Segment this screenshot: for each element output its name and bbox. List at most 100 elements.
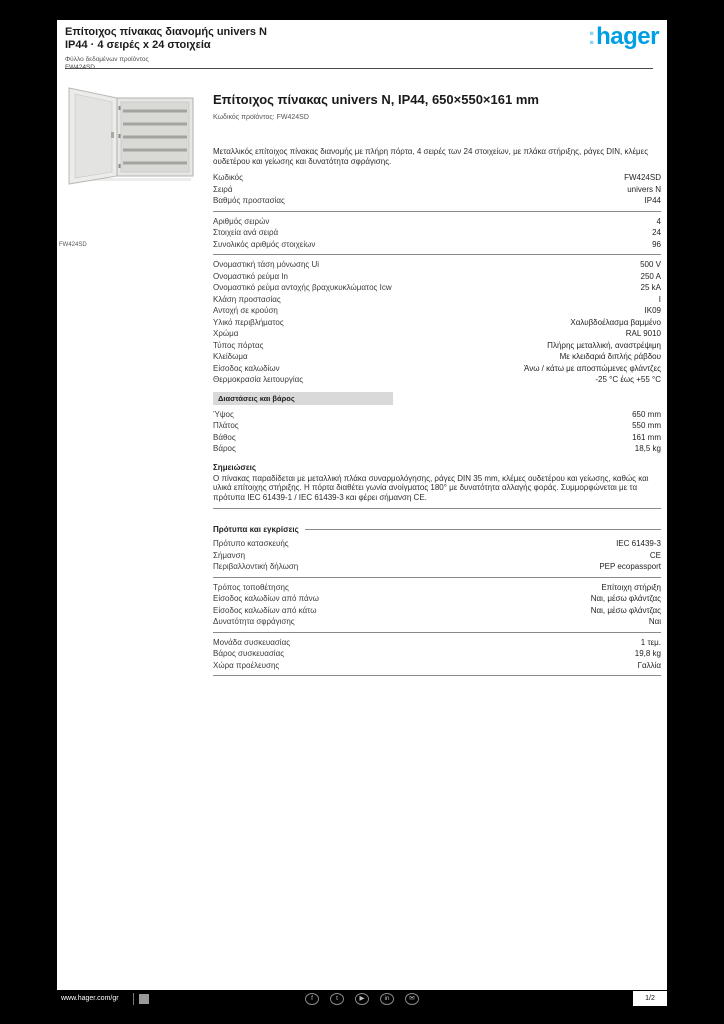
document-subtitle-line1: Φύλλο δεδομένων προϊόντος bbox=[65, 56, 149, 63]
spec-label: Τύπος πόρτας bbox=[213, 340, 264, 350]
spec-label: Στοιχεία ανά σειρά bbox=[213, 228, 279, 237]
spec-value: Άνω / κάτω με αποσπώμενες φλάντζες bbox=[524, 363, 661, 373]
spec-group-installation: Τρόπος τοποθέτησης Επίτοιχη στήριξη Είσο… bbox=[213, 582, 661, 628]
spec-label: Χρώμα bbox=[213, 329, 239, 338]
spec-label: Υλικό περιβλήματος bbox=[213, 317, 284, 327]
email-icon[interactable]: ✉ bbox=[405, 993, 419, 1005]
spec-row: Κλάση προστασίας I bbox=[213, 294, 661, 306]
spec-row: Πλάτος 550 mm bbox=[213, 420, 661, 432]
spec-value: Επίτοιχη στήριξη bbox=[601, 582, 661, 592]
spec-value: 19,8 kg bbox=[634, 649, 661, 658]
spec-value: Ναι bbox=[648, 617, 661, 626]
spec-row: Σήμανση CE bbox=[213, 550, 661, 562]
spec-label: Περιβαλλοντική δήλωση bbox=[213, 562, 299, 571]
spec-group-capacity: Αριθμός σειρών 4 Στοιχεία ανά σειρά 24 Σ… bbox=[213, 216, 661, 251]
spec-value: IP44 bbox=[644, 196, 661, 205]
spec-value: 550 mm bbox=[632, 421, 661, 430]
section-divider bbox=[213, 576, 661, 578]
spec-label: Χώρα προέλευσης bbox=[213, 660, 280, 670]
spec-row: Ύψος 650 mm bbox=[213, 409, 661, 421]
spec-row: Είσοδος καλωδίων Άνω / κάτω με αποσπώμεν… bbox=[213, 363, 661, 375]
document-subtitle-line2: FW424SD bbox=[65, 64, 95, 71]
spec-row: Σειρά univers N bbox=[213, 184, 661, 196]
product-image bbox=[57, 86, 201, 186]
spec-row: Βάρος συσκευασίας 19,8 kg bbox=[213, 648, 661, 660]
spec-row: Πρότυπο κατασκευής IEC 61439-3 bbox=[213, 538, 661, 550]
hager-logo-text: hager bbox=[596, 23, 659, 50]
hager-logo-colon: : bbox=[587, 23, 596, 50]
spec-row: Τρόπος τοποθέτησης Επίτοιχη στήριξη bbox=[213, 582, 661, 594]
section-divider bbox=[213, 508, 661, 509]
spec-group-logistics: Μονάδα συσκευασίας 1 τεμ. Βάρος συσκευασ… bbox=[213, 637, 661, 672]
spec-table: Μεταλλικός επίτοιχος πίνακας διανομής με… bbox=[213, 147, 661, 676]
dimensions-subheader: Διαστάσεις και βάρος bbox=[213, 391, 393, 405]
spec-label: Είσοδος καλωδίων bbox=[213, 363, 280, 373]
page-number-box: 1/2 bbox=[633, 991, 667, 1006]
spec-label: Πλάτος bbox=[213, 421, 239, 430]
spec-value: Γαλλία bbox=[637, 660, 661, 670]
spec-row: Δυνατότητα σφράγισης Ναι bbox=[213, 616, 661, 628]
twitter-icon[interactable]: t bbox=[330, 993, 344, 1005]
spec-label: Είσοδος καλωδίων από πάνω bbox=[213, 594, 319, 603]
page-footer: www.hager.com/gr f t ▶ in ✉ 1/2 bbox=[57, 990, 667, 1008]
spec-value: 18,5 kg bbox=[634, 444, 661, 453]
spec-label: Δυνατότητα σφράγισης bbox=[213, 617, 295, 626]
notes-text: Ο πίνακας παραδίδεται με μεταλλική πλάκα… bbox=[213, 473, 649, 502]
standards-section-title: Πρότυπα και εγκρίσεις bbox=[213, 525, 661, 534]
section-divider bbox=[213, 631, 661, 633]
spec-row: Αντοχή σε κρούση IK09 bbox=[213, 305, 661, 317]
spec-value: FW424SD bbox=[624, 173, 661, 182]
spec-label: Ονομαστική τάση μόνωσης Ui bbox=[213, 260, 320, 269]
spec-row: Βάρος 18,5 kg bbox=[213, 443, 661, 455]
spec-label: Κωδικός bbox=[213, 173, 243, 182]
spec-value: Πλήρης μεταλλική, αναστρέψιμη bbox=[547, 340, 661, 350]
spec-label: Συνολικός αριθμός στοιχείων bbox=[213, 239, 316, 249]
footer-separator bbox=[133, 993, 134, 1005]
spec-value: Ναι, μέσω φλάντζας bbox=[590, 594, 661, 603]
linkedin-icon[interactable]: in bbox=[380, 993, 394, 1005]
facebook-icon[interactable]: f bbox=[305, 993, 319, 1005]
website-link[interactable]: www.hager.com/gr bbox=[61, 995, 119, 1002]
spec-label: Αντοχή σε κρούση bbox=[213, 306, 278, 315]
spec-value: PEP ecopassport bbox=[599, 562, 661, 571]
document-header: Επίτοιχος πίνακας διανομής univers N IP4… bbox=[65, 26, 547, 72]
youtube-icon[interactable]: ▶ bbox=[355, 993, 369, 1005]
spec-value: 4 bbox=[656, 216, 661, 226]
spec-group-dimensions: Ύψος 650 mm Πλάτος 550 mm Βάθος 161 mm bbox=[213, 409, 661, 455]
spec-value: IEC 61439-3 bbox=[616, 539, 661, 548]
spec-label: Ονομαστικό ρεύμα αντοχής βραχυκυκλώματος… bbox=[213, 283, 392, 292]
spec-row: Μονάδα συσκευασίας 1 τεμ. bbox=[213, 637, 661, 649]
spec-label: Ύψος bbox=[213, 409, 234, 419]
spec-row: Αριθμός σειρών 4 bbox=[213, 216, 661, 228]
spec-label: Θερμοκρασία λειτουργίας bbox=[213, 375, 304, 384]
spec-row: Βαθμός προστασίας IP44 bbox=[213, 195, 661, 207]
spec-value: 250 A bbox=[640, 271, 661, 281]
spec-value: 500 V bbox=[640, 260, 661, 269]
spec-label: Είσοδος καλωδίων από κάτω bbox=[213, 605, 317, 615]
spec-row: Χώρα προέλευσης Γαλλία bbox=[213, 660, 661, 672]
spec-value: 650 mm bbox=[632, 409, 661, 419]
spec-value: Με κλειδαριά διπλής ράβδου bbox=[559, 352, 661, 361]
spec-value: Ναι, μέσω φλάντζας bbox=[590, 605, 661, 615]
spec-row: Θερμοκρασία λειτουργίας -25 °C έως +55 °… bbox=[213, 374, 661, 386]
spec-row: Στοιχεία ανά σειρά 24 bbox=[213, 227, 661, 239]
spec-value: 24 bbox=[652, 228, 661, 237]
hager-logo: :hager bbox=[587, 23, 660, 50]
spec-row: Ονομαστικό ρεύμα In 250 A bbox=[213, 271, 661, 283]
footer-logo-mark bbox=[139, 994, 149, 1004]
document-title-line2: IP44 · 4 σειρές x 24 στοιχεία bbox=[65, 39, 211, 51]
spec-label: Κλάση προστασίας bbox=[213, 294, 281, 304]
spec-label: Κλείδωμα bbox=[213, 352, 248, 361]
spec-value: 161 mm bbox=[632, 432, 661, 442]
enclosure-photo bbox=[57, 86, 201, 186]
spec-row: Συνολικός αριθμός στοιχείων 96 bbox=[213, 239, 661, 251]
spec-row: Ονομαστικό ρεύμα αντοχής βραχυκυκλώματος… bbox=[213, 282, 661, 294]
spec-value: RAL 9010 bbox=[625, 329, 661, 338]
left-margin-reference: FW424SD bbox=[59, 242, 87, 248]
spec-value: CE bbox=[649, 550, 661, 560]
spec-value: univers N bbox=[627, 184, 661, 194]
main-content: Επίτοιχος πίνακας univers N, IP44, 650×5… bbox=[213, 92, 661, 680]
spec-row: Κλείδωμα Με κλειδαριά διπλής ράβδου bbox=[213, 351, 661, 363]
spec-value: 25 kA bbox=[640, 283, 661, 292]
